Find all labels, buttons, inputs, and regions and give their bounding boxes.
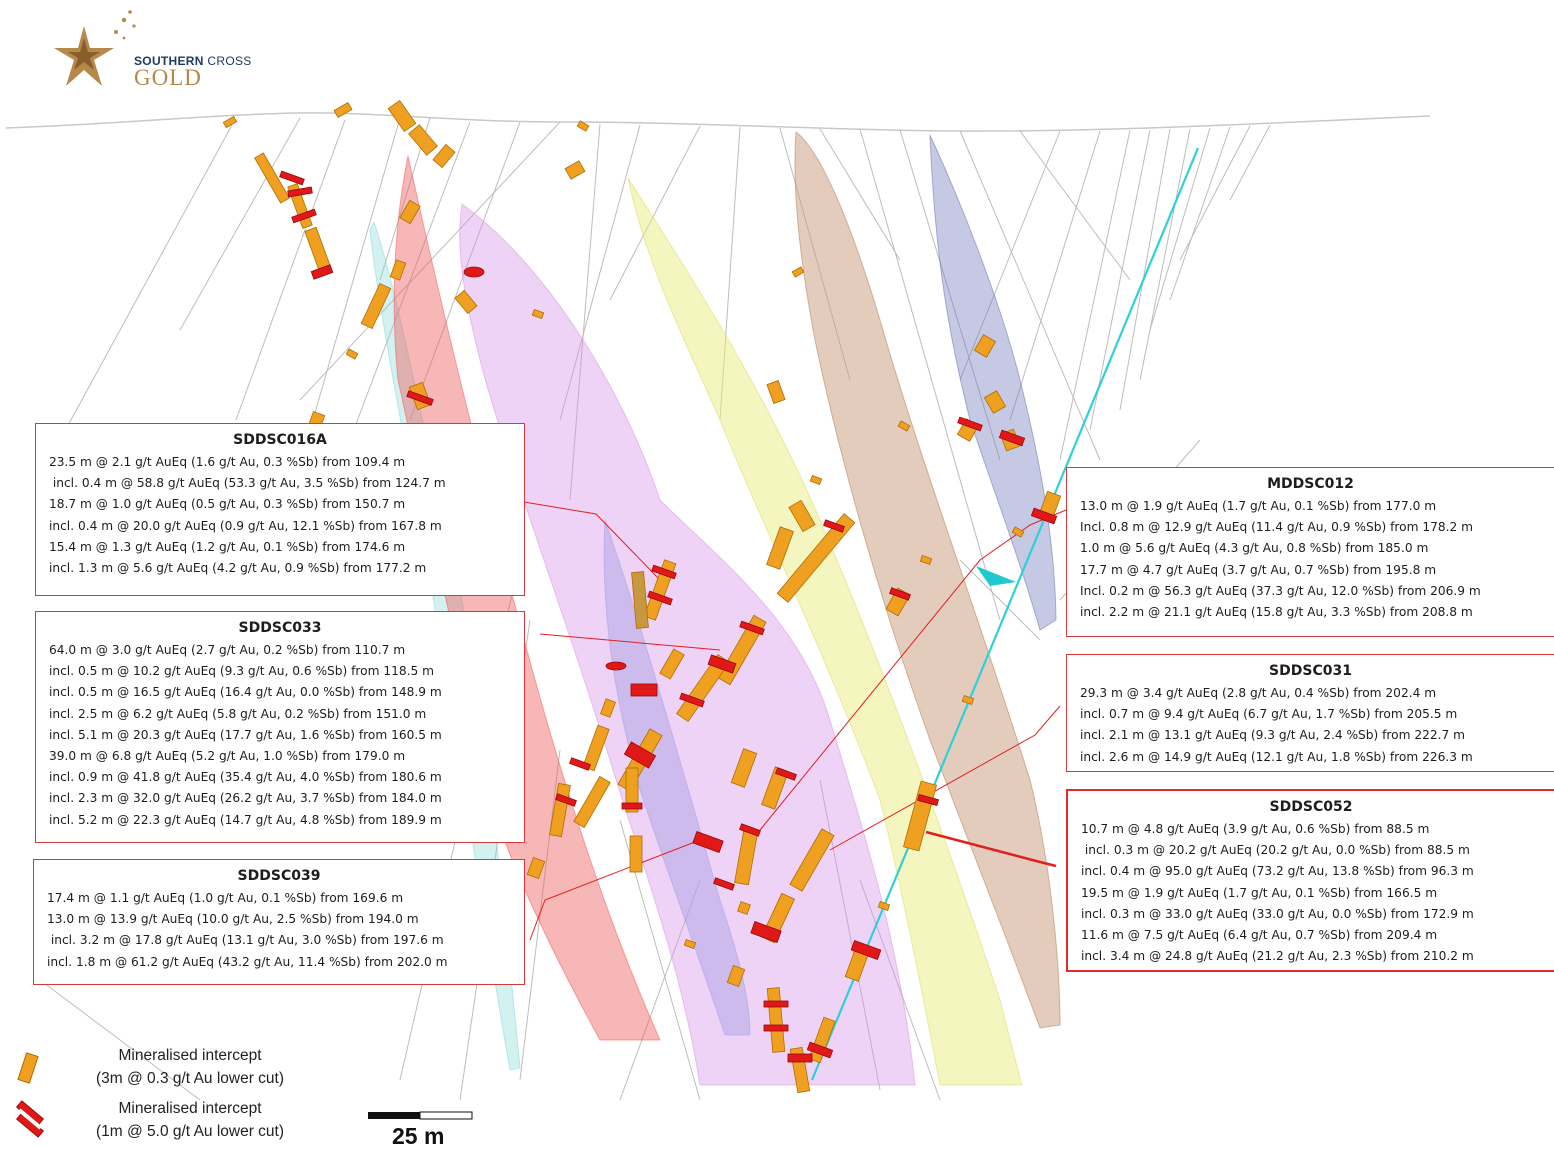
intercept-line: incl. 2.2 m @ 21.1 g/t AuEq (15.8 g/t Au… <box>1080 605 1473 620</box>
intercept-line: 11.6 m @ 7.5 g/t AuEq (6.4 g/t Au, 0.7 %… <box>1081 928 1438 943</box>
intercept-line: incl. 2.5 m @ 6.2 g/t AuEq (5.8 g/t Au, … <box>49 706 427 721</box>
intercept-line: 17.7 m @ 4.7 g/t AuEq (3.7 g/t Au, 0.7 %… <box>1080 562 1437 577</box>
red-intercepts <box>279 170 1058 1063</box>
box-title: SDDSC052 <box>1269 799 1353 815</box>
intercept-line: Incl. 0.2 m @ 56.3 g/t AuEq (37.3 g/t Au… <box>1080 583 1481 598</box>
intercept-line: incl. 3.4 m @ 24.8 g/t AuEq (21.2 g/t Au… <box>1081 949 1474 964</box>
leader-sddsc031 <box>829 705 1061 851</box>
intercept-line: incl. 0.4 m @ 95.0 g/t AuEq (73.2 g/t Au… <box>1081 864 1474 879</box>
intercept-line: incl. 2.3 m @ 32.0 g/t AuEq (26.2 g/t Au… <box>49 791 442 806</box>
leader-sddsc033 <box>539 633 721 651</box>
intercept-line: incl. 3.2 m @ 17.8 g/t AuEq (13.1 g/t Au… <box>47 933 444 948</box>
box-title: SDDSC031 <box>1269 663 1352 679</box>
leader-sddsc052 <box>925 830 1057 868</box>
box-title: SDDSC016A <box>233 432 327 448</box>
intercept-line: incl. 0.5 m @ 10.2 g/t AuEq (9.3 g/t Au,… <box>49 664 435 679</box>
intercept-line: 10.7 m @ 4.8 g/t AuEq (3.9 g/t Au, 0.6 %… <box>1081 822 1430 836</box>
intercept-line: incl. 0.5 m @ 16.5 g/t AuEq (16.4 g/t Au… <box>49 685 442 700</box>
intercept-line: 17.4 m @ 1.1 g/t AuEq (1.0 g/t Au, 0.1 %… <box>47 891 404 905</box>
legend-sublabel: (3m @ 0.3 g/t Au lower cut) <box>95 1070 285 1087</box>
intercept-line: 15.4 m @ 1.3 g/t AuEq (1.2 g/t Au, 0.1 %… <box>49 539 406 554</box>
intercept-line: incl. 0.9 m @ 41.8 g/t AuEq (35.4 g/t Au… <box>49 770 442 785</box>
scale-bar-label: 25 m <box>392 1123 445 1149</box>
intercept-line: 13.0 m @ 13.9 g/t AuEq (10.0 g/t Au, 2.5… <box>47 912 419 927</box>
legend-label: Mineralised intercept <box>118 1100 262 1117</box>
box-title: SDDSC039 <box>237 868 321 884</box>
intercept-box-sddsc031: SDDSC031 29.3 m @ 3.4 g/t AuEq (2.8 g/t … <box>1066 654 1554 772</box>
legend-item-red-intercept: Mineralised intercept (1m @ 5.0 g/t Au l… <box>70 1097 310 1143</box>
logo-wordmark-gold: GOLD <box>134 65 202 90</box>
intercept-box-sddsc052: SDDSC052 10.7 m @ 4.8 g/t AuEq (3.9 g/t … <box>1066 789 1554 972</box>
vein-lightblue <box>603 519 751 1036</box>
intercept-line: incl. 1.3 m @ 5.6 g/t AuEq (4.2 g/t Au, … <box>49 561 427 576</box>
intercept-line: 39.0 m @ 6.8 g/t AuEq (5.2 g/t Au, 1.0 %… <box>49 749 406 764</box>
intercept-box-sddsc039: SDDSC039 17.4 m @ 1.1 g/t AuEq (1.0 g/t … <box>33 859 525 985</box>
intercept-box-sddsc033: SDDSC033 64.0 m @ 3.0 g/t AuEq (2.7 g/t … <box>35 611 525 843</box>
intercept-line: 19.5 m @ 1.9 g/t AuEq (1.7 g/t Au, 0.1 %… <box>1081 885 1438 900</box>
intercept-line: incl. 2.6 m @ 14.9 g/t AuEq (12.1 g/t Au… <box>1080 749 1473 764</box>
intercept-line: 23.5 m @ 2.1 g/t AuEq (1.6 g/t Au, 0.3 %… <box>49 455 406 469</box>
southern-cross-star-icon <box>54 10 136 86</box>
intercept-line: 18.7 m @ 1.0 g/t AuEq (0.5 g/t Au, 0.3 %… <box>49 497 406 512</box>
southern-cross-gold-logo: SOUTHERN CROSS GOLD <box>38 8 288 98</box>
intercept-line: Incl. 0.8 m @ 12.9 g/t AuEq (11.4 g/t Au… <box>1080 520 1473 535</box>
intercept-line: incl. 5.2 m @ 22.3 g/t AuEq (14.7 g/t Au… <box>49 812 442 827</box>
box-title: MDDSC012 <box>1267 476 1354 492</box>
intercept-line: incl. 5.1 m @ 20.3 g/t AuEq (17.7 g/t Au… <box>49 727 442 742</box>
intercept-line: incl. 0.3 m @ 33.0 g/t AuEq (33.0 g/t Au… <box>1081 906 1474 921</box>
vein-yellow <box>627 177 1023 1086</box>
leader-sddsc016a <box>523 501 661 581</box>
intercept-line: incl. 0.3 m @ 20.2 g/t AuEq (20.2 g/t Au… <box>1081 843 1470 858</box>
legend-orange-icon <box>17 1052 39 1084</box>
leader-sddsc039 <box>529 839 701 941</box>
drill-trace-mddsc012 <box>810 147 1200 1081</box>
vein-brown <box>794 131 1061 1029</box>
intercept-line: incl. 1.8 m @ 61.2 g/t AuEq (43.2 g/t Au… <box>47 954 448 969</box>
intercept-line: incl. 2.1 m @ 13.1 g/t AuEq (9.3 g/t Au,… <box>1080 728 1466 743</box>
legend-red-icon <box>15 1100 45 1138</box>
vein-red <box>393 155 661 1041</box>
intercept-box-sddsc016a: SDDSC016A 23.5 m @ 2.1 g/t AuEq (1.6 g/t… <box>35 423 525 596</box>
intercept-line: 64.0 m @ 3.0 g/t AuEq (2.7 g/t Au, 0.2 %… <box>49 643 406 657</box>
intercept-box-mddsc012: MDDSC012 13.0 m @ 1.9 g/t AuEq (1.7 g/t … <box>1066 467 1554 637</box>
box-title: SDDSC033 <box>238 620 322 636</box>
scale-bar-graphic <box>368 1111 473 1120</box>
drill-trace-end-marker <box>976 566 1016 586</box>
vein-blue <box>929 134 1057 631</box>
legend-sublabel: (1m @ 5.0 g/t Au lower cut) <box>95 1123 285 1140</box>
legend-label: Mineralised intercept <box>118 1047 262 1064</box>
intercept-line: incl. 0.7 m @ 9.4 g/t AuEq (6.7 g/t Au, … <box>1080 707 1458 722</box>
intercept-line: 29.3 m @ 3.4 g/t AuEq (2.8 g/t Au, 0.4 %… <box>1080 686 1437 700</box>
intercept-line: 1.0 m @ 5.6 g/t AuEq (4.3 g/t Au, 0.8 %S… <box>1080 541 1429 556</box>
intercept-line: incl. 0.4 m @ 58.8 g/t AuEq (53.3 g/t Au… <box>49 476 446 491</box>
logo-wordmark-top: SOUTHERN CROSS <box>134 54 252 68</box>
intercept-line: incl. 0.4 m @ 20.0 g/t AuEq (0.9 g/t Au,… <box>49 518 442 533</box>
legend-item-orange-intercept: Mineralised intercept (3m @ 0.3 g/t Au l… <box>70 1044 310 1090</box>
intercept-line: 13.0 m @ 1.9 g/t AuEq (1.7 g/t Au, 0.1 %… <box>1080 499 1437 513</box>
topography-surface-line <box>5 112 1431 132</box>
